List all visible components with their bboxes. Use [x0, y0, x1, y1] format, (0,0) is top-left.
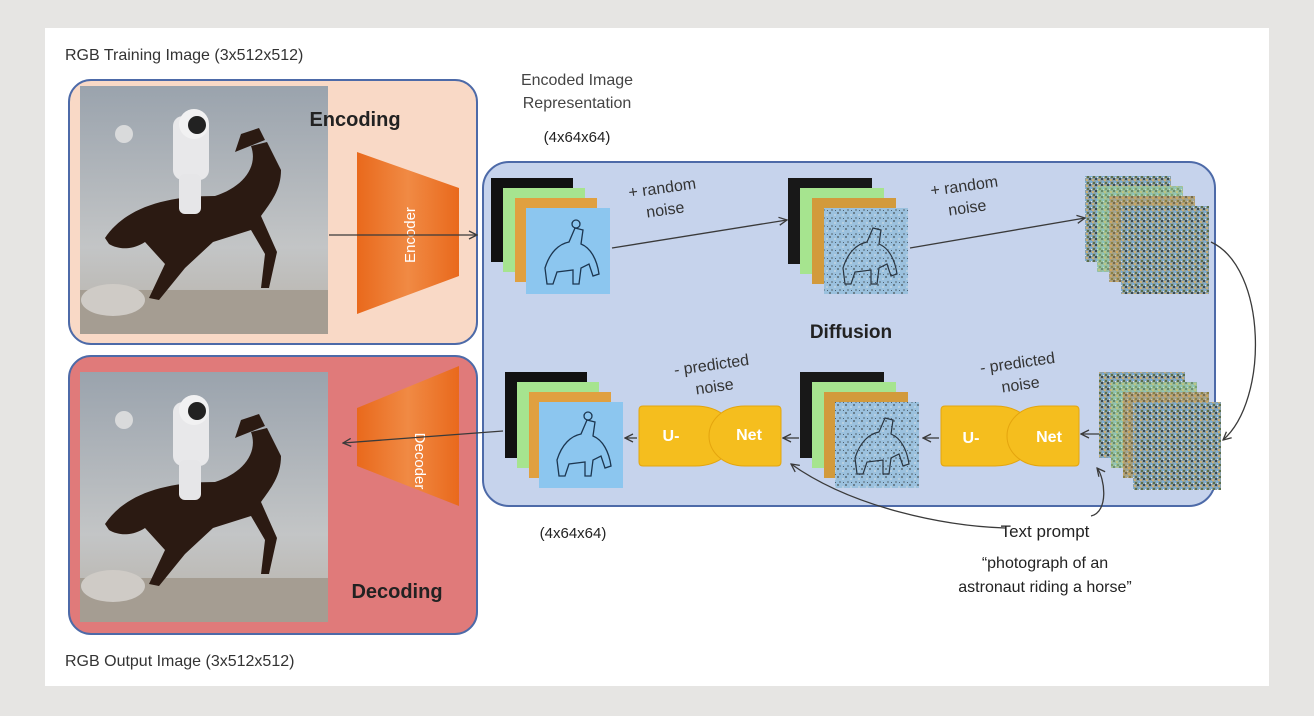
pred-noise-label-2b: noise	[1000, 374, 1040, 396]
decoding-title: Decoding	[351, 581, 442, 603]
diagram-card: Encoding Encoder Decoder Decoding	[45, 28, 1269, 686]
latent-stack-noisy-top	[788, 178, 908, 294]
unet-left-label-b: Net	[736, 427, 762, 444]
arrow-latent-to-decoder	[343, 430, 504, 443]
unet-block-right: U- Net	[940, 405, 1080, 467]
latent-size-top: (4x64x64)	[544, 129, 611, 146]
latent-stack-noisy-bottom	[800, 372, 919, 488]
latent-size-bottom: (4x64x64)	[540, 525, 607, 542]
text-prompt-label: Text prompt	[1001, 522, 1090, 541]
add-noise-label-1b: noise	[645, 199, 685, 221]
unet-right-label-b: Net	[1036, 429, 1062, 446]
encoded-label-line2: Representation	[523, 95, 632, 112]
prompt-text-line1: “photograph of an	[982, 555, 1108, 572]
decoder-label: Decoder	[411, 433, 428, 490]
latent-stack-noise-bottom	[1099, 372, 1221, 490]
encoder-trapezoid	[357, 152, 459, 314]
decoder-trapezoid	[357, 366, 459, 506]
output-image-label: RGB Output Image (3x512x512)	[65, 653, 294, 670]
latent-stack-clean-top	[491, 178, 610, 294]
encoded-label-line1: Encoded Image	[521, 72, 633, 89]
unet-left-label-a: U-	[663, 428, 680, 445]
arrow-add-noise-2	[909, 218, 1085, 249]
arrow-loop-to-denoise	[1210, 241, 1256, 440]
diffusion-title: Diffusion	[810, 322, 892, 343]
diagram-canvas: Encoding Encoder Decoder Decoding	[65, 47, 1256, 670]
astronaut-horse-image-bottom	[80, 372, 328, 622]
latent-stack-noise-top	[1085, 176, 1209, 294]
unet-right-label-a: U-	[963, 430, 980, 447]
add-noise-label-2b: noise	[947, 197, 987, 219]
arrow-prompt-to-unet-right	[1090, 468, 1104, 517]
pred-noise-label-1b: noise	[694, 376, 734, 398]
training-image-label: RGB Training Image (3x512x512)	[65, 47, 303, 64]
encoding-title: Encoding	[309, 109, 400, 131]
prompt-text-line2: astronaut riding a horse”	[958, 579, 1131, 596]
arrow-prompt-to-unet-left	[791, 464, 1006, 529]
arrow-add-noise-1	[611, 220, 787, 249]
latent-stack-clean-bottom	[505, 372, 623, 488]
astronaut-horse-image-top	[80, 86, 328, 334]
unet-block-left: U- Net	[638, 405, 782, 467]
